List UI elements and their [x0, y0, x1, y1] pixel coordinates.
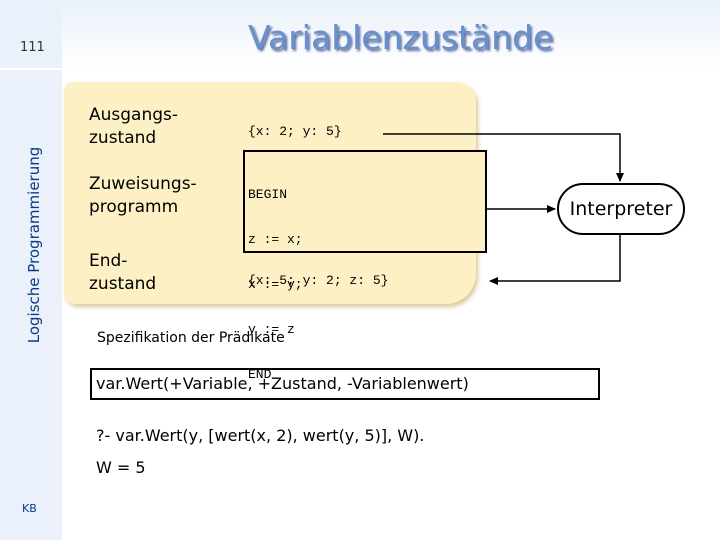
assignment-program-label: Zuweisungs- programm: [89, 173, 197, 219]
specification-heading: Spezifikation der Prädikate: [97, 330, 285, 346]
program-line: z := x;: [248, 232, 303, 247]
answer-text: W = 5: [96, 458, 146, 477]
interpreter-node: Interpreter: [557, 183, 685, 235]
header-band: [62, 0, 720, 70]
sidebar: [0, 0, 62, 540]
program-line: END: [248, 367, 272, 382]
final-state-label-line2: zustand: [89, 274, 157, 294]
program-line: BEGIN: [248, 187, 288, 202]
arrow-from-interpreter: [489, 235, 621, 285]
slide-title: Variablenzustände: [248, 18, 554, 57]
program-code: BEGIN z := x; x := y; y := z END: [248, 157, 303, 397]
initial-state-label-line1: Ausgangs-: [89, 105, 179, 125]
final-state-value: {x: 5; y: 2; z: 5}: [248, 273, 389, 288]
assignment-program-label-line2: programm: [89, 197, 179, 217]
author-initials: KB: [22, 502, 37, 515]
program-line: y := z: [248, 322, 295, 337]
initial-state-value: {x: 2; y: 5}: [248, 124, 342, 139]
initial-state-label: Ausgangs- zustand: [89, 104, 178, 150]
header-divider: [0, 68, 720, 70]
assignment-program-label-line1: Zuweisungs-: [89, 174, 197, 194]
page-number: 111: [20, 40, 45, 55]
predicate-signature-box: var.Wert(+Variable, +Zustand, -Variablen…: [90, 368, 600, 400]
program-box: [243, 150, 487, 253]
interpreter-label: Interpreter: [569, 198, 673, 220]
arrow-to-interpreter: [383, 133, 624, 182]
final-state-label: End- zustand: [89, 250, 156, 296]
final-state-label-line1: End-: [89, 251, 128, 271]
initial-state-label-line2: zustand: [89, 128, 157, 148]
predicate-signature: var.Wert(+Variable, +Zustand, -Variablen…: [96, 374, 469, 393]
query-text: ?- var.Wert(y, [wert(x, 2), wert(y, 5)],…: [96, 426, 425, 445]
program-line: x := y;: [248, 277, 303, 292]
